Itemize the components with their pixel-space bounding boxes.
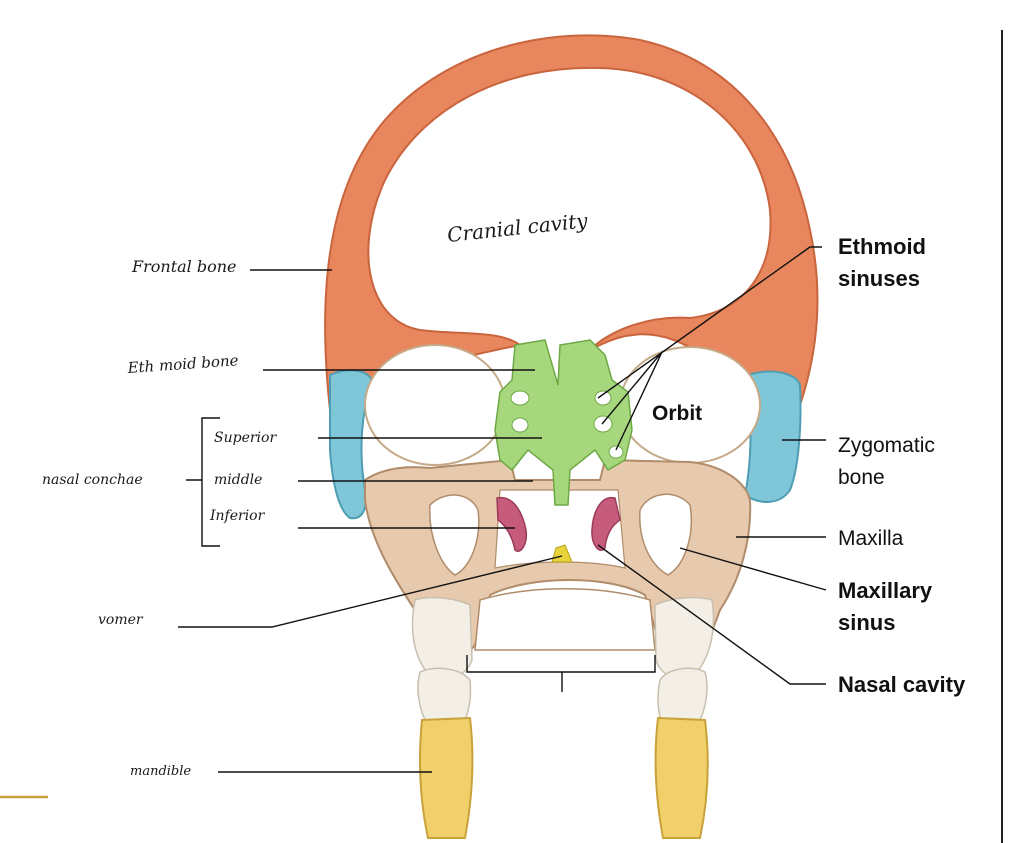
label-ethmoid-sinuses-1: Ethmoid (838, 234, 926, 259)
label-inferior: Inferior (209, 508, 266, 524)
label-nasal-cavity: Nasal cavity (838, 672, 966, 697)
conchae-bracket (186, 417, 220, 547)
ethmoid-cell-1 (510, 390, 530, 406)
orbit-left-shape (364, 344, 506, 466)
tooth-lower-left (417, 667, 472, 729)
tooth-lower-right (657, 667, 708, 729)
label-maxillary-sinus-2: sinus (838, 610, 895, 635)
label-ethmoid-sinuses-2: sinuses (838, 266, 920, 291)
label-superior: Superior (214, 430, 277, 446)
label-frontal-bone: Frontal bone (131, 257, 237, 276)
mandible-right-shape (654, 716, 709, 839)
tooth-upper-right (654, 596, 715, 679)
ethmoid-cell-4 (593, 415, 613, 433)
label-orbit: Orbit (652, 402, 702, 425)
palate-shape (474, 588, 656, 651)
maxillary-sinus-left-shape (429, 494, 480, 576)
leader-ethmoid-sinuses (597, 246, 822, 451)
ethmoid-cell-5 (608, 445, 624, 459)
palate-bracket (466, 655, 656, 692)
mandible-left-shape (419, 716, 474, 839)
ethmoid-bone-shape (494, 339, 633, 506)
ethmoid-cell-3 (594, 390, 612, 406)
label-middle: middle (214, 472, 262, 488)
tooth-upper-left (411, 596, 473, 680)
label-mandible: mandible (130, 764, 191, 779)
label-maxilla: Maxilla (838, 527, 904, 550)
maxillary-sinus-right-shape (639, 493, 693, 576)
label-nasal-conchae: nasal conchae (42, 472, 143, 488)
inferior-concha-right-shape (591, 496, 621, 551)
leader-maxillary-sinus (679, 547, 827, 591)
leader-nasal-cavity (597, 544, 826, 685)
label-maxillary-sinus-1: Maxillary (838, 578, 933, 603)
label-zygomatic-2: bone (838, 466, 885, 489)
label-vomer: vomer (98, 612, 144, 628)
ethmoid-cell-2 (511, 417, 529, 433)
label-cranial-cavity: Cranial cavity (446, 208, 589, 247)
label-zygomatic-1: Zygomatic (838, 434, 935, 457)
leader-vomer (178, 555, 563, 628)
label-ethmoid-bone: Eth moid bone (126, 351, 239, 377)
